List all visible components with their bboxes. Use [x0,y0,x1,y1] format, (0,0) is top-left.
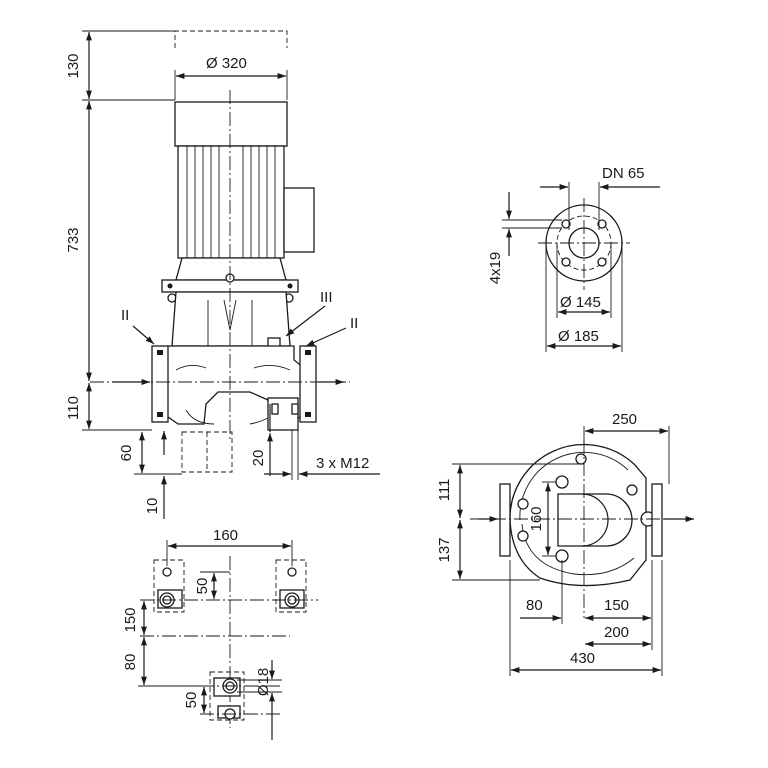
dim-top-200: 200 [604,624,629,641]
dim-top-430: 430 [570,650,595,667]
flange-outer-diameter: Ø 185 [558,328,599,345]
foot-layout: 160 50 150 80 50 Ø18 [122,527,318,740]
dim-top-137: 137 [436,537,453,562]
discharge-flange [299,345,317,423]
top-discharge-flange [651,483,663,557]
dim-top-111: 111 [436,479,453,502]
dim-top-250: 250 [612,411,637,428]
base-dashed [181,431,233,473]
motor-fins [186,146,276,258]
pump-neck [557,493,633,547]
dim-motor-diameter: Ø 320 [206,55,247,72]
dim-top-150: 150 [604,597,629,614]
top-suction-flange [499,483,511,557]
dim-foot-50-lower: 50 [183,692,200,709]
dim-top-clearance: 130 [65,53,82,78]
side-view: II III II Ø 320 130 733 110 60 10 20 [65,30,380,519]
flange-view: DN 65 4x19 Ø 145 Ø 185 [487,165,660,352]
motor-body [177,145,285,259]
flange-nominal-size: DN 65 [602,165,645,182]
dim-foot-offset: 10 [144,498,161,515]
terminal-box [283,187,315,253]
flange-holes: 4x19 [487,252,504,285]
dim-foot-150: 150 [122,607,139,632]
dim-base-to-axis: 110 [65,396,82,420]
suction-flange [151,345,169,423]
motor-cap [174,101,288,147]
flange-bolt-circle: Ø 145 [560,294,601,311]
dim-foot-height: 60 [118,445,135,462]
dim-foot-50-upper: 50 [194,578,211,595]
marker-left: II [121,307,129,324]
bolt-callout: 3 x M12 [316,455,369,472]
dim-foot-80: 80 [122,654,139,671]
motor-clearance-outline [174,30,288,48]
dim-top-160: 160 [528,506,545,531]
dim-top-80: 80 [526,597,543,614]
dim-foot-hole: Ø18 [255,668,272,696]
dim-foot-160: 160 [213,527,238,544]
top-view: 250 111 137 160 80 150 200 430 [436,411,694,676]
dim-overall-height: 733 [65,227,82,252]
marker-right: II [350,315,358,332]
dim-foot-bolt: 20 [250,450,267,467]
marker-center: III [320,289,333,306]
